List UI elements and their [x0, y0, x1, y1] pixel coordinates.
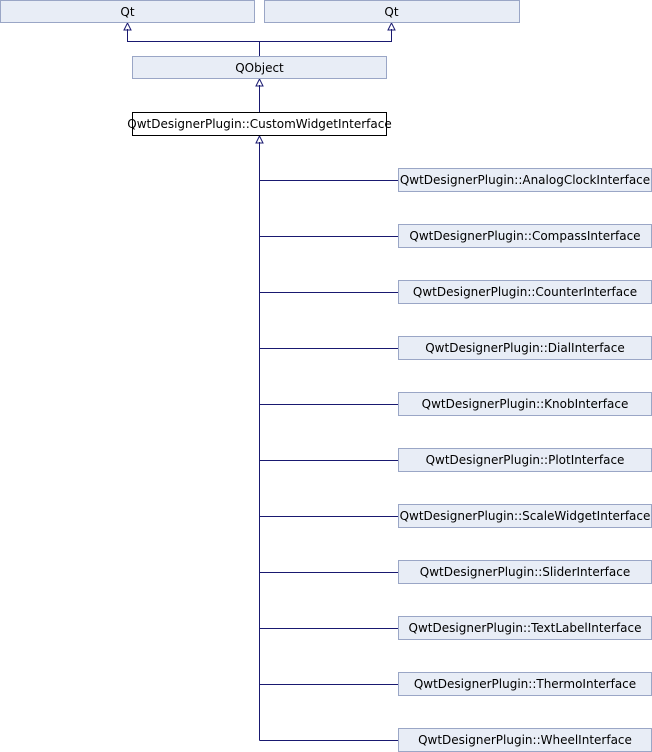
node-thermo-interface-label: QwtDesignerPlugin::ThermoInterface [414, 677, 636, 691]
node-qt-left-box [0, 0, 255, 23]
node-custom-widget-interface: QwtDesignerPlugin::CustomWidgetInterface [127, 112, 392, 136]
node-qt-right[interactable]: Qt [264, 0, 520, 23]
node-scalewidget-interface[interactable]: QwtDesignerPlugin::ScaleWidgetInterface [398, 504, 652, 528]
node-thermo-interface[interactable]: QwtDesignerPlugin::ThermoInterface [398, 672, 652, 696]
node-slider-interface-label: QwtDesignerPlugin::SliderInterface [420, 565, 630, 579]
node-qt-left[interactable]: Qt [0, 0, 255, 23]
node-knob-interface[interactable]: QwtDesignerPlugin::KnobInterface [398, 392, 652, 416]
node-qobject-label: QObject [235, 61, 284, 75]
node-scalewidget-interface-label: QwtDesignerPlugin::ScaleWidgetInterface [400, 509, 651, 523]
arrowhead-qt-left [123, 21, 132, 31]
arrowhead-qobject [255, 77, 264, 87]
node-plot-interface[interactable]: QwtDesignerPlugin::PlotInterface [398, 448, 652, 472]
child-branches [259, 180, 398, 741]
node-textlabel-interface[interactable]: QwtDesignerPlugin::TextLabelInterface [398, 616, 652, 640]
node-dial-interface-label: QwtDesignerPlugin::DialInterface [425, 341, 625, 355]
arrowhead-custom [255, 134, 264, 144]
node-compass-interface-label: QwtDesignerPlugin::CompassInterface [409, 229, 640, 243]
node-counter-interface-label: QwtDesignerPlugin::CounterInterface [413, 285, 637, 299]
arrowhead-qt-right [387, 21, 396, 31]
edges [123, 21, 398, 741]
node-qobject-box [132, 56, 387, 79]
node-wheel-interface[interactable]: QwtDesignerPlugin::WheelInterface [398, 728, 652, 752]
node-analogclock-interface-label: QwtDesignerPlugin::AnalogClockInterface [400, 173, 650, 187]
node-custom-widget-interface-box [132, 112, 387, 136]
node-qt-right-box [264, 0, 520, 23]
node-textlabel-interface-label: QwtDesignerPlugin::TextLabelInterface [409, 621, 642, 635]
edge-qobject-to-qt-right [259, 29, 392, 42]
node-knob-interface-label: QwtDesignerPlugin::KnobInterface [422, 397, 629, 411]
node-counter-interface[interactable]: QwtDesignerPlugin::CounterInterface [398, 280, 652, 304]
edge-qobject-to-qt-left [127, 29, 260, 56]
node-dial-interface[interactable]: QwtDesignerPlugin::DialInterface [398, 336, 652, 360]
node-wheel-interface-label: QwtDesignerPlugin::WheelInterface [418, 733, 632, 747]
node-analogclock-interface[interactable]: QwtDesignerPlugin::AnalogClockInterface [398, 168, 652, 192]
node-slider-interface[interactable]: QwtDesignerPlugin::SliderInterface [398, 560, 652, 584]
node-qobject[interactable]: QObject [132, 56, 387, 79]
node-plot-interface-label: QwtDesignerPlugin::PlotInterface [426, 453, 625, 467]
node-compass-interface[interactable]: QwtDesignerPlugin::CompassInterface [398, 224, 652, 248]
node-qt-left-label: Qt [120, 5, 134, 19]
node-qt-right-label: Qt [384, 5, 398, 19]
node-custom-widget-interface-label: QwtDesignerPlugin::CustomWidgetInterface [127, 117, 392, 131]
